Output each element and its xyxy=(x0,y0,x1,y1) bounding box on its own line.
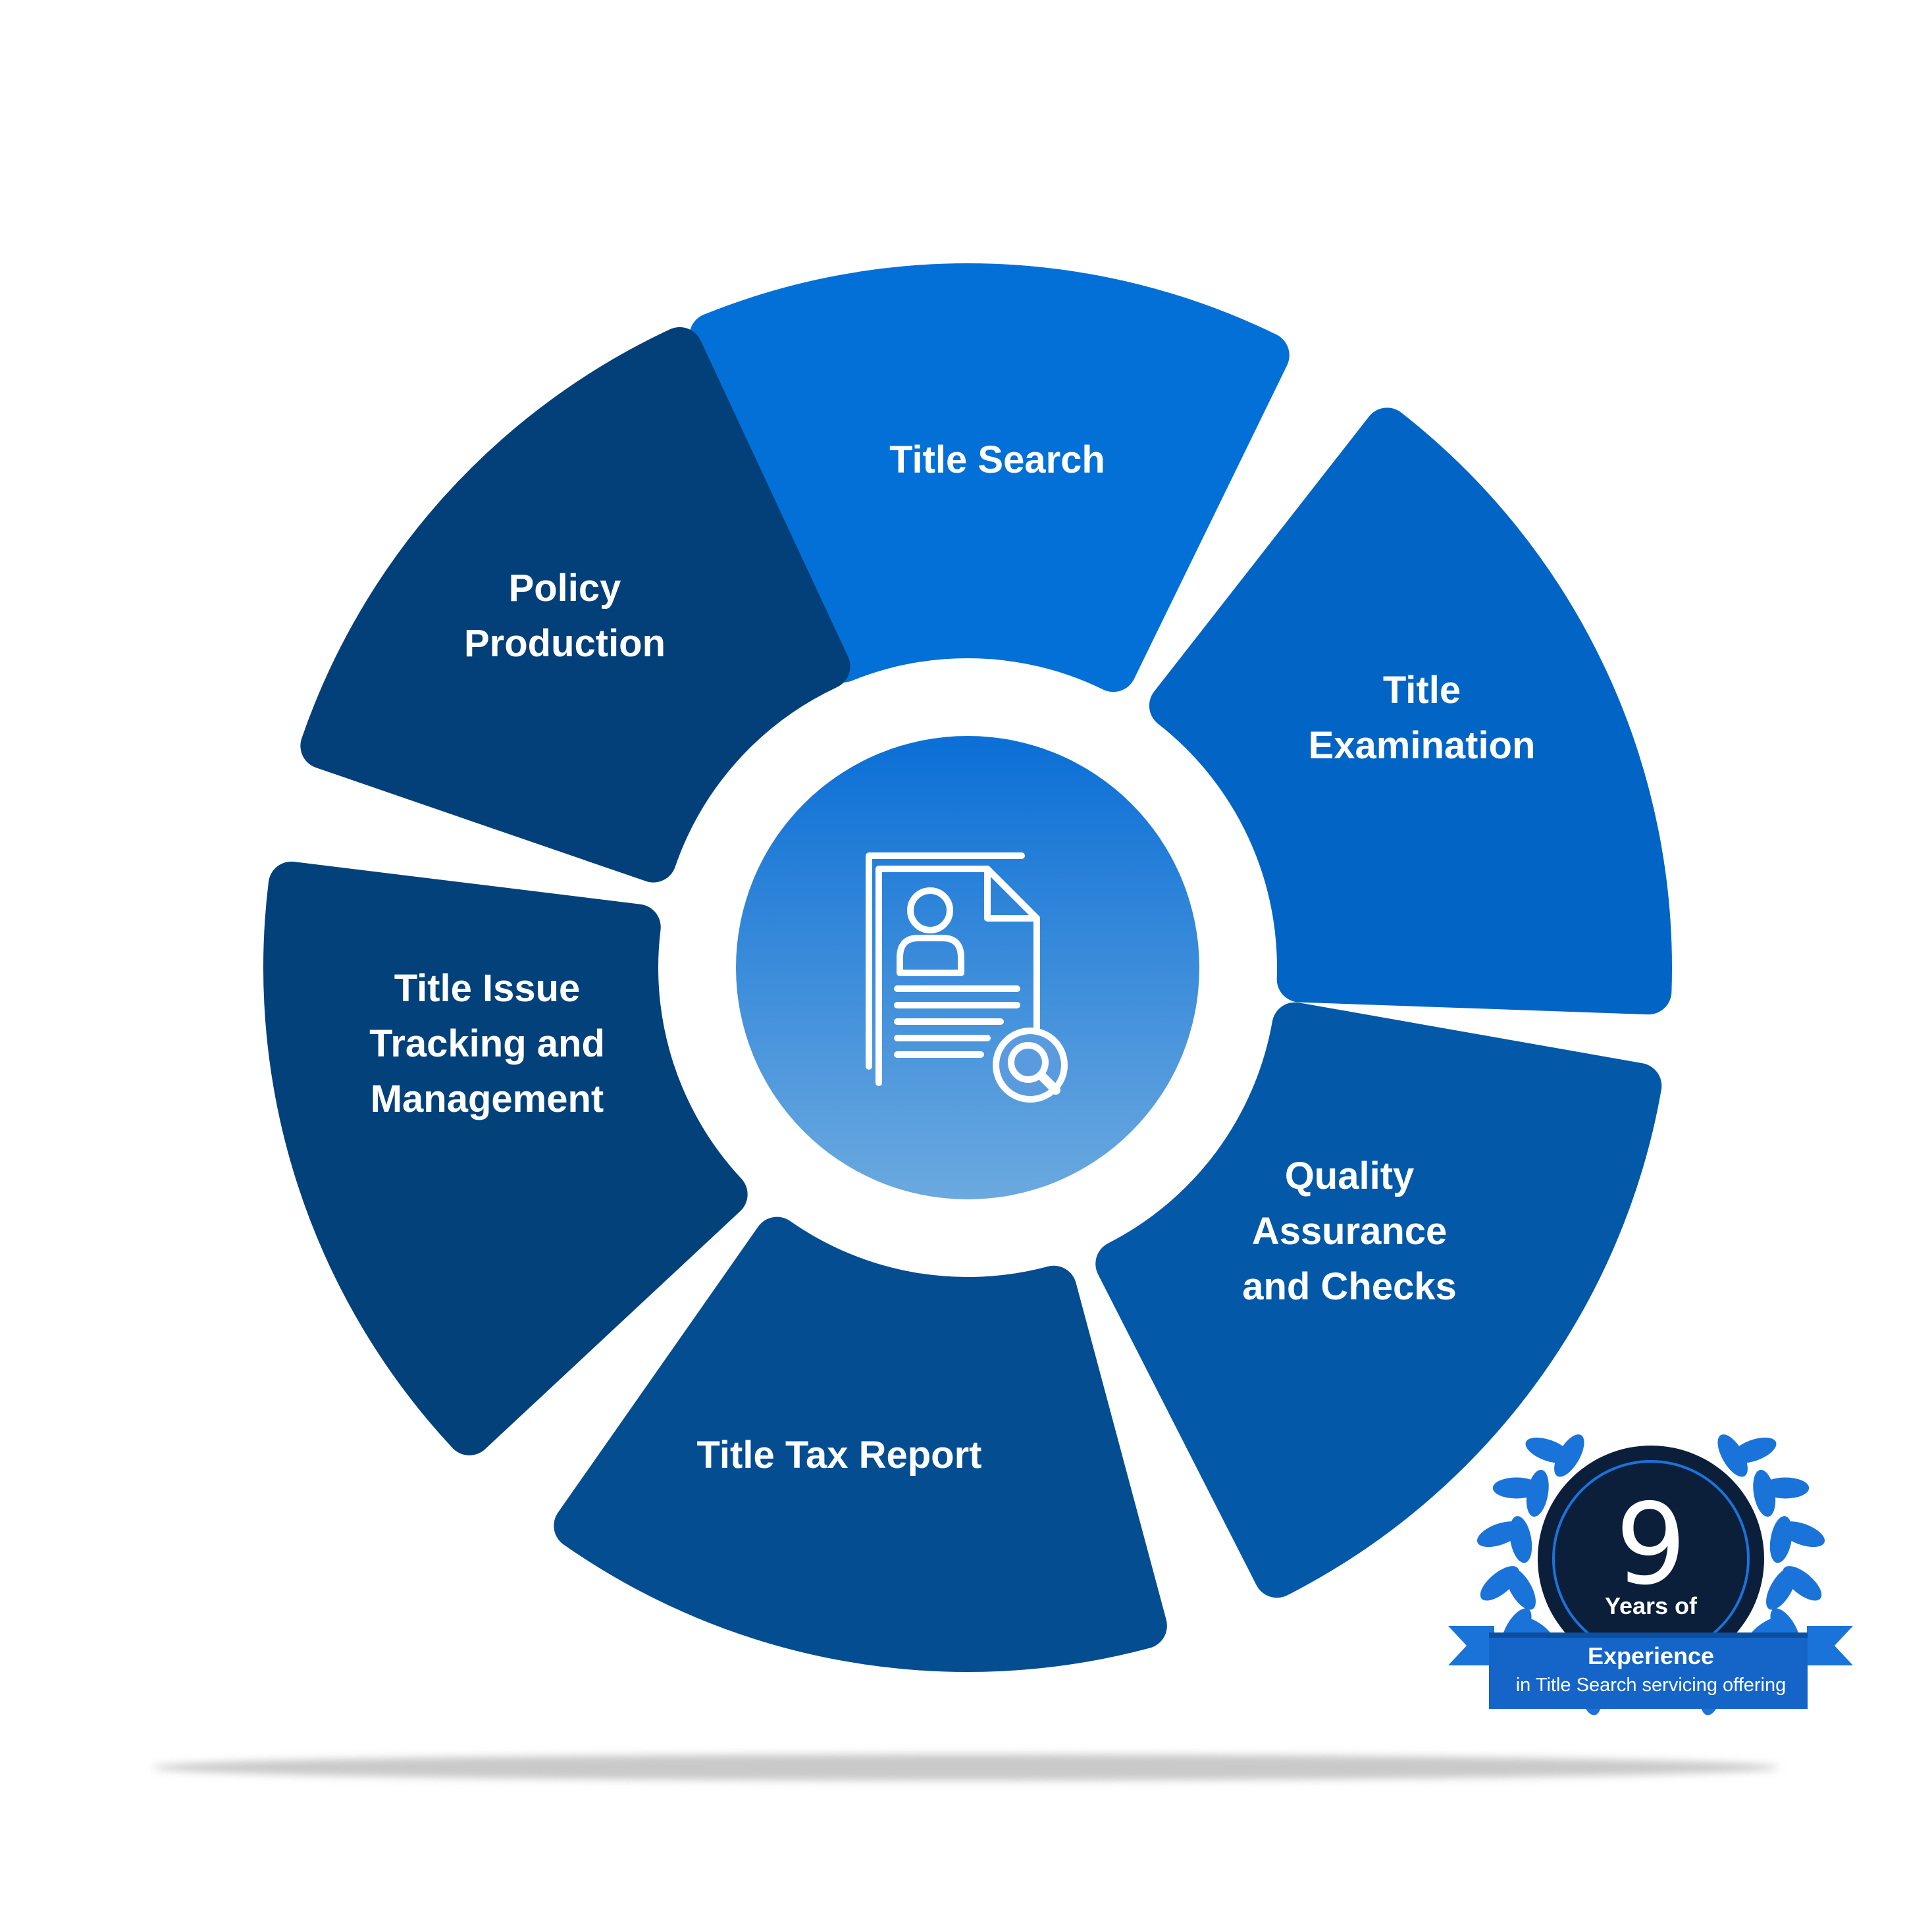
laurel-leaf xyxy=(1769,1516,1792,1563)
segment-label: Assurance xyxy=(1252,1210,1448,1253)
laurel-leaf xyxy=(1554,1434,1584,1477)
laurel-leaf xyxy=(1766,1567,1796,1610)
segment-label: Management xyxy=(371,1078,604,1120)
ribbon-tail-right xyxy=(1807,1626,1853,1665)
ribbon xyxy=(1489,1632,1808,1709)
segment-label: Title Tax Report xyxy=(697,1434,982,1476)
segment-title-tax-report: Title Tax Report xyxy=(554,1216,1167,1672)
badge-subtitle-text: in Title Search servicing offering xyxy=(1516,1675,1787,1696)
segment-label: Title Search xyxy=(889,438,1105,481)
segment-label: Production xyxy=(464,622,666,665)
segment-shape xyxy=(1095,1002,1662,1598)
ground-shadow xyxy=(153,1754,1779,1781)
segment-label: Title Issue xyxy=(394,967,581,1010)
laurel-leaf xyxy=(1717,1434,1748,1477)
segment-title-search: Title Search xyxy=(689,263,1290,692)
badge-years-text: Years of xyxy=(1605,1592,1698,1619)
segment-shape xyxy=(300,326,850,883)
document-profile-search-icon xyxy=(866,852,1068,1103)
laurel-leaf xyxy=(1509,1516,1532,1563)
badge-experience-text: Experience xyxy=(1588,1642,1714,1669)
laurel-leaf xyxy=(1753,1469,1776,1517)
segment-shape xyxy=(1149,407,1672,1015)
segment-label: Tracking and xyxy=(369,1022,605,1065)
segment-label: Policy xyxy=(509,567,621,610)
process-ring: Title SearchTitleExaminationQualityAssur… xyxy=(263,263,1672,1672)
segment-shape xyxy=(263,861,748,1455)
ribbon-tail-left xyxy=(1448,1626,1494,1665)
center-hub xyxy=(736,736,1199,1199)
badge-number: 9 xyxy=(1615,1480,1686,1610)
badge-circle xyxy=(1538,1446,1764,1672)
segment-shape xyxy=(554,1216,1167,1672)
laurel-leaf xyxy=(1526,1469,1549,1517)
segment-label: Examination xyxy=(1309,724,1536,767)
segment-label: Quality xyxy=(1285,1155,1415,1197)
experience-badge: 9 Years of Experience in Title Search se… xyxy=(1448,1434,1853,1715)
segment-shape xyxy=(689,263,1290,692)
laurel-leaf xyxy=(1505,1567,1536,1610)
segment-label: Title xyxy=(1383,669,1461,712)
segment-label: and Checks xyxy=(1242,1265,1457,1308)
